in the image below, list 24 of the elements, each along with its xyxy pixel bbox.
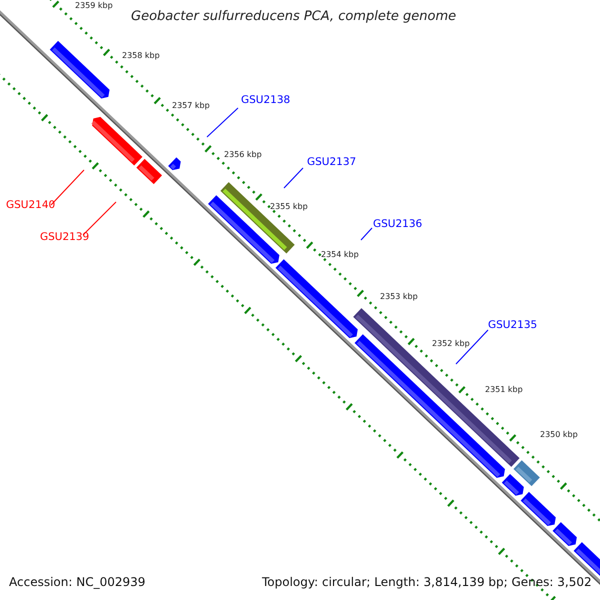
gene-label: GSU2140 [6, 200, 56, 210]
tick-label: 2357 kbp [172, 102, 210, 110]
tick-label: 2355 kbp [270, 203, 308, 211]
leader-line [360, 228, 372, 240]
gene-label: GSU2139 [40, 232, 90, 242]
tick-label: 2353 kbp [380, 293, 418, 301]
gene-label: GSU2138 [241, 95, 290, 106]
leader-line [206, 108, 238, 138]
tick-label: 2356 kbp [224, 151, 262, 159]
info-text: Accession: NC_002939 [9, 576, 146, 588]
tick-label: 2354 kbp [321, 251, 359, 259]
gene-label: GSU2137 [307, 157, 356, 168]
leader-line [50, 170, 84, 206]
tick-label: 2350 kbp [540, 431, 578, 439]
leader-line [284, 168, 304, 188]
gene-label: GSU2135 [488, 320, 538, 330]
tick-label: 2359 kbp [75, 2, 113, 10]
diagram-title: Geobacter sulfurreducens PCA, complete genome [131, 10, 456, 23]
tick-label: 2351 kbp [485, 386, 523, 394]
info-text: Topology: circular; Length: 3,814,139 bp; Genes: 3,502 [262, 576, 592, 588]
gene-label: GSU2136 [373, 219, 422, 230]
tick-label: 2358 kbp [122, 52, 160, 60]
leader-line [456, 330, 488, 364]
tick-label: 2352 kbp [432, 340, 470, 348]
